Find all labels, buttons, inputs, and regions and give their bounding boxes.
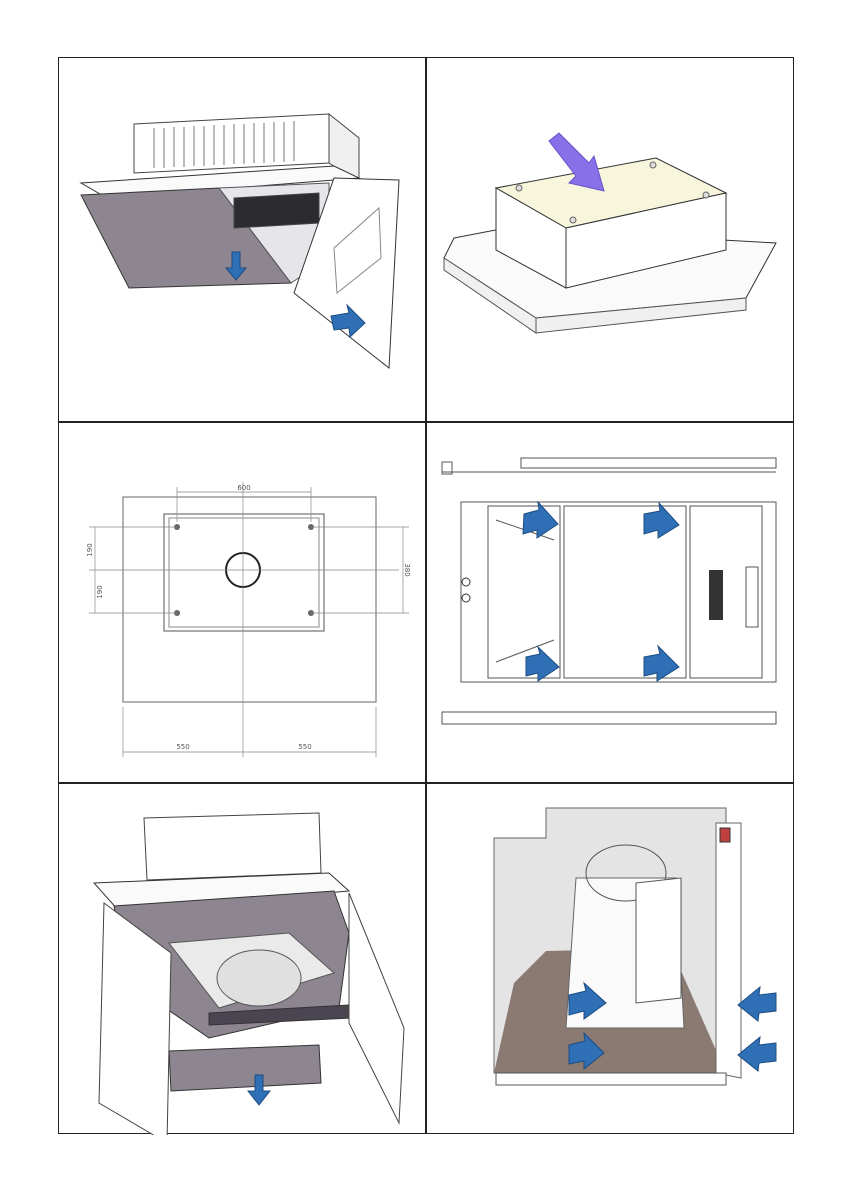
panel-step-4 — [426, 422, 795, 782]
panel-step-1 — [59, 58, 425, 421]
motor-box-top-illustration — [426, 58, 795, 421]
dim-bottom-left: 550 — [176, 743, 189, 751]
panel-step-5 — [59, 783, 425, 1135]
dim-bottom-right: 550 — [298, 743, 311, 751]
motor-screws-top-view — [426, 422, 795, 782]
dim-right: 380 — [403, 563, 411, 576]
arrow-icon-4 — [644, 646, 679, 681]
arrow-icon-4 — [738, 1037, 776, 1071]
arrow-icon-3 — [526, 647, 559, 681]
panel-step-3: 600 190 190 380 550 550 — [59, 422, 425, 782]
hood-panel-removal-illustration — [59, 58, 425, 421]
dim-top: 600 — [237, 484, 250, 492]
dim-left-lower: 190 — [96, 585, 104, 598]
motor-cover-removal-illustration — [59, 783, 425, 1135]
dim-left-upper: 190 — [86, 543, 94, 556]
instruction-grid: 600 190 190 380 550 550 — [58, 57, 794, 1134]
panel-step-2 — [426, 58, 795, 421]
arrow-icon-3 — [738, 987, 776, 1021]
motor-fixing-screws-illustration — [426, 783, 795, 1135]
mounting-dimensions-drawing: 600 190 190 380 550 550 — [59, 422, 425, 782]
panel-step-6 — [426, 783, 795, 1135]
arrow-icon-1 — [523, 502, 558, 538]
arrow-icon-2 — [644, 503, 679, 538]
